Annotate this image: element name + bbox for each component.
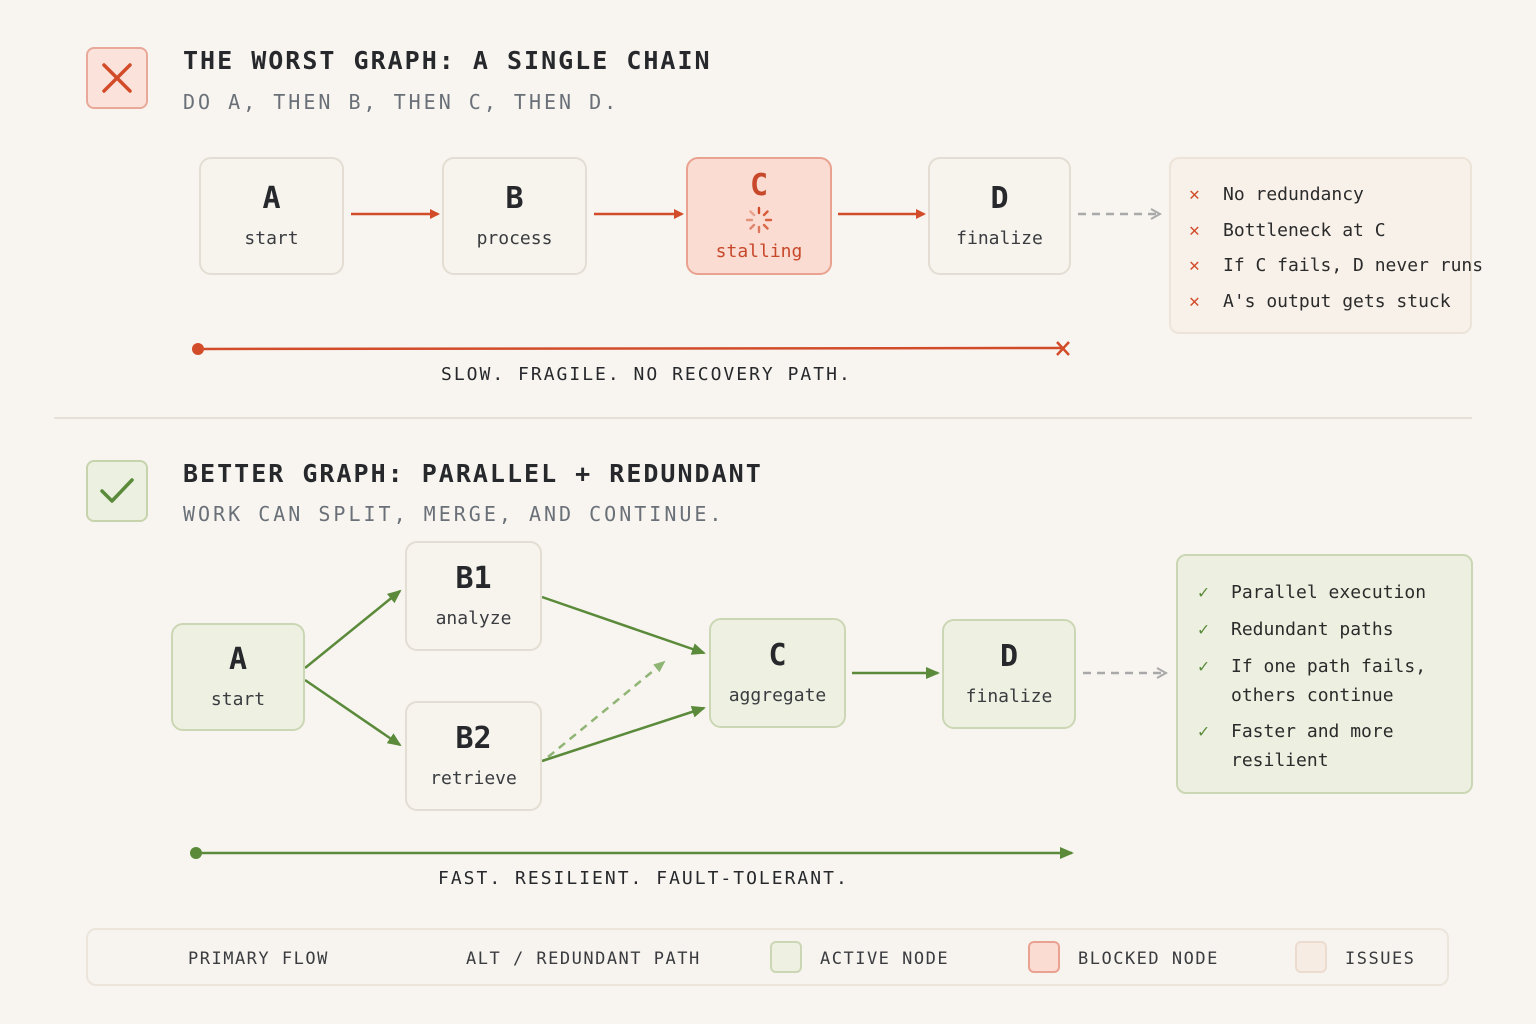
node-letter: D: [999, 639, 1019, 674]
worst-title: THE WORST GRAPH: A SINGLE CHAIN: [183, 46, 712, 75]
arrow-a-b2: [304, 678, 402, 747]
node-label: finalize: [956, 228, 1043, 249]
benefit-item: Parallel execution: [1231, 582, 1427, 603]
node-letter: C: [749, 168, 769, 203]
node-letter: B: [505, 181, 524, 216]
arrow-b1-c: [541, 595, 706, 655]
better-node-d: D finalize: [942, 619, 1076, 729]
better-timeline-caption: FAST. RESILIENT. FAULT-TOLERANT.: [438, 868, 849, 889]
issues-panel: ✕ No redundancy ✕ Bottleneck at C ✕ If C…: [1169, 157, 1483, 334]
node-label: aggregate: [728, 685, 827, 706]
node-letter: D: [990, 181, 1009, 216]
node-label: finalize: [965, 686, 1053, 707]
legend-issues-swatch: [1295, 941, 1327, 973]
better-node-b1: B1 analyze: [405, 541, 542, 651]
legend-issues-label: ISSUES: [1345, 949, 1416, 969]
issue-x-icon: ✕: [1189, 220, 1200, 241]
node-letter: B1: [455, 561, 492, 596]
node-label: start: [210, 689, 266, 710]
issue-item: A's output gets stuck: [1223, 291, 1451, 312]
arrow-a-b1: [304, 589, 402, 669]
legend-blocked-swatch: [1028, 941, 1060, 973]
better-timeline-start-dot: [190, 847, 202, 859]
issue-x-icon: ✕: [1189, 255, 1200, 276]
arrow-b2-c: [541, 706, 706, 763]
node-label: retrieve: [430, 768, 517, 789]
worst-subtitle: DO A, THEN B, THEN C, THEN D.: [183, 90, 620, 114]
legend-active-swatch: [770, 941, 802, 973]
better-node-c: C aggregate: [709, 618, 846, 728]
issue-x-icon: ✕: [1189, 291, 1200, 312]
benefit-check-icon: ✓: [1198, 721, 1209, 742]
node-letter: A: [262, 181, 281, 216]
issue-item: If C fails, D never runs: [1223, 255, 1484, 276]
worst-timeline-caption: SLOW. FRAGILE. NO RECOVERY PATH.: [441, 364, 852, 385]
benefit-check-icon: ✓: [1198, 656, 1209, 677]
legend-blocked-node-label: BLOCKED NODE: [1078, 949, 1219, 969]
worst-timeline-start-dot: [192, 343, 204, 355]
benefit-item-continued: resilient: [1231, 750, 1329, 771]
better-subtitle: WORK CAN SPLIT, MERGE, AND CONTINUE.: [183, 502, 725, 526]
spinner-icon: [745, 206, 773, 234]
success-badge: [86, 460, 148, 522]
node-label: stalling: [715, 241, 803, 262]
benefit-item-continued: others continue: [1231, 685, 1394, 706]
benefit-check-icon: ✓: [1198, 619, 1209, 640]
benefit-item: Redundant paths: [1231, 619, 1394, 640]
worst-timeline-end-x: [1056, 341, 1070, 356]
error-badge: [86, 47, 148, 109]
dashed-arrow-b2-redundant: [547, 660, 666, 758]
benefit-check-icon: ✓: [1198, 582, 1209, 603]
issue-item: Bottleneck at C: [1223, 220, 1386, 241]
benefit-item: If one path fails,: [1231, 656, 1427, 677]
benefit-item: Faster and more: [1231, 721, 1394, 742]
node-letter: B2: [455, 721, 492, 756]
node-label: analyze: [435, 608, 512, 629]
issue-x-icon: ✕: [1189, 184, 1200, 205]
better-node-a: A start: [171, 623, 305, 731]
node-label: process: [476, 228, 553, 249]
better-title: BETTER GRAPH: PARALLEL + REDUNDANT: [183, 459, 763, 488]
legend: PRIMARY FLOW ALT / REDUNDANT PATH ACTIVE…: [86, 928, 1449, 986]
node-letter: A: [228, 642, 248, 677]
node-label: start: [244, 228, 299, 249]
better-node-b2: B2 retrieve: [405, 701, 542, 811]
worst-node-b: B process: [442, 157, 587, 275]
worst-timeline-line: [197, 346, 1063, 351]
legend-primary-flow-label: PRIMARY FLOW: [188, 949, 329, 969]
legend-alt-path-label: ALT / REDUNDANT PATH: [466, 949, 701, 969]
worst-node-d: D finalize: [928, 157, 1071, 275]
worst-node-c-blocked: C stalling: [686, 157, 832, 275]
check-icon: [100, 478, 134, 503]
benefits-panel: ✓ Parallel execution ✓ Redundant paths ✓…: [1176, 554, 1473, 794]
node-letter: C: [768, 638, 787, 673]
x-icon: [102, 63, 132, 93]
legend-active-node-label: ACTIVE NODE: [820, 949, 950, 969]
issue-item: No redundancy: [1223, 184, 1364, 205]
worst-node-a: A start: [199, 157, 344, 275]
